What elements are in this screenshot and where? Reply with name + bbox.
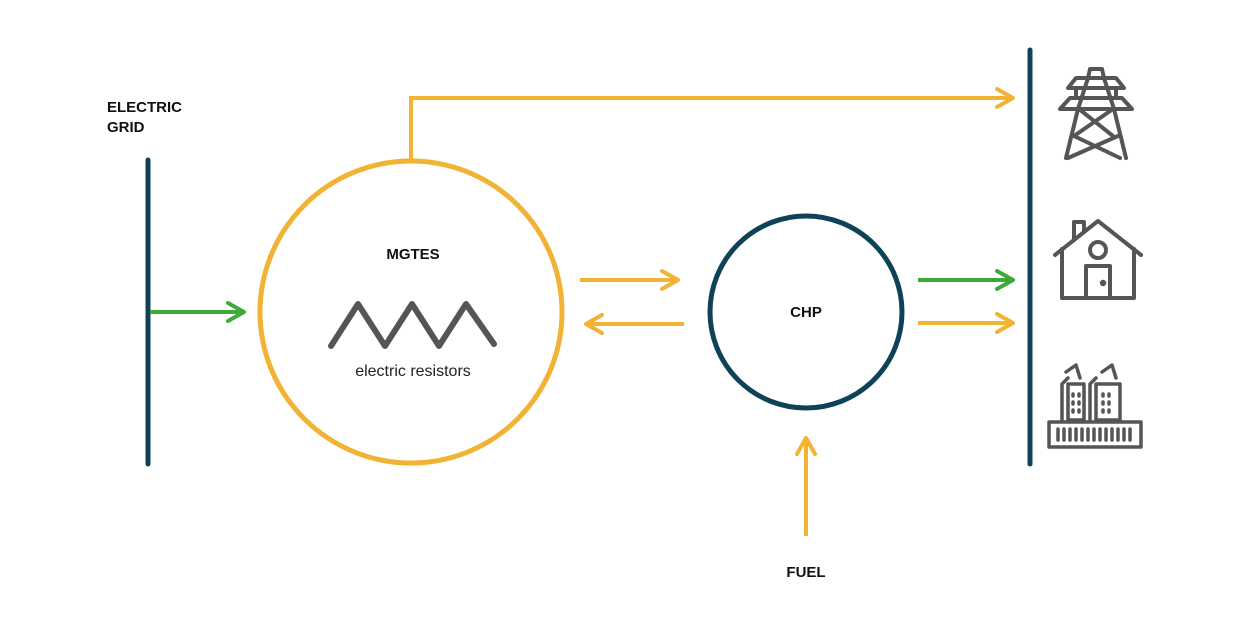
chp-label: CHP: [790, 304, 822, 321]
fuel-label: FUEL: [786, 564, 825, 581]
mgtes-circle: [257, 158, 565, 466]
electric-resistors-label: electric resistors: [355, 363, 471, 380]
electric-resistors-icon: [328, 301, 497, 349]
electric-grid-label-line2: GRID: [107, 119, 145, 136]
factory-icon: [1047, 363, 1143, 449]
power-pylon-icon: [1058, 67, 1134, 160]
house-icon: [1053, 219, 1143, 300]
mgtes-to-grid-export-arrow: [409, 87, 1015, 159]
mgtes-label: MGTES: [386, 246, 439, 263]
electric-grid-label-line1: ELECTRIC: [107, 99, 182, 116]
chp-circle: [707, 213, 905, 411]
